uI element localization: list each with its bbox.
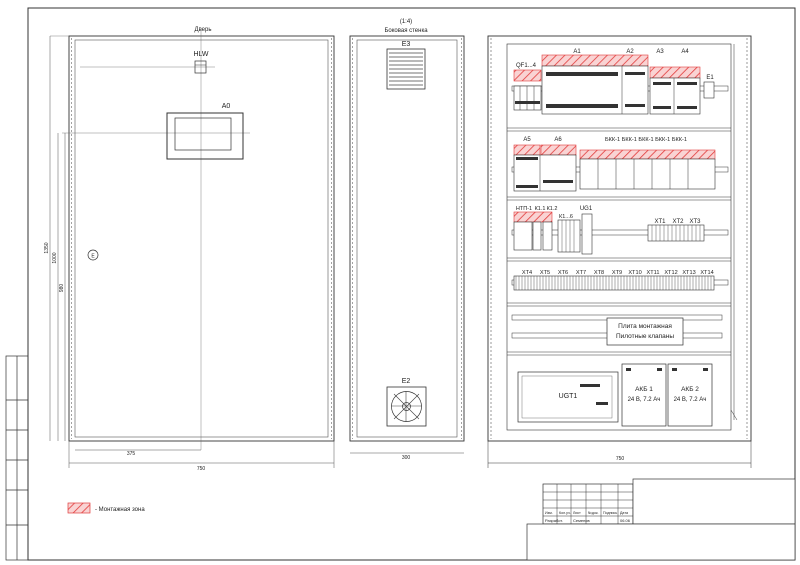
row2-devices: [513, 144, 716, 192]
a3-label: A3: [656, 49, 664, 55]
door-lock-mark: [87, 249, 99, 261]
a6-label: A6: [554, 137, 562, 143]
k11-label: К1.1: [535, 206, 546, 212]
side-wall-view: [349, 35, 465, 454]
xt-terminal-label: XT4: [522, 270, 532, 276]
tb-name: Семенов: [573, 518, 590, 523]
e2-label: E2: [402, 378, 411, 385]
akb1-spec: 24 В, 7.2 Ач: [628, 397, 661, 403]
akb2-name: АКБ 2: [681, 386, 699, 393]
dim-300: 300: [402, 455, 411, 461]
plate-line1: Плита монтажная: [618, 323, 672, 330]
row3-devices: [513, 211, 705, 255]
xt-terminal-label: XT8: [594, 270, 604, 276]
xt-terminal-label: XT5: [540, 270, 550, 276]
mounting-zone-swatch: [67, 502, 91, 514]
dim-1350: 1350: [44, 242, 50, 253]
ugt1-label: UGT1: [559, 393, 578, 400]
tb-header: №док.: [588, 511, 599, 515]
xt-terminal-label: XT7: [576, 270, 586, 276]
dim-750-door: 750: [197, 466, 206, 472]
xt-terminal-label: XT10: [628, 270, 641, 276]
tb-role: Разработ.: [545, 518, 563, 523]
tb-header: Подпись: [603, 511, 617, 515]
hmi-panel-a0: [166, 112, 244, 160]
ntp-label: НТП-1: [516, 206, 532, 212]
dim-980: 980: [59, 284, 65, 293]
a5-label: A5: [523, 137, 531, 143]
a0-label: A0: [222, 103, 231, 110]
side-view-scale: (1:4): [400, 19, 412, 25]
qf-label: QF1...4: [516, 63, 537, 69]
sheet-frame: [27, 7, 796, 561]
side-wall-title: Боковая стенка: [384, 28, 428, 34]
e1-label: E1: [706, 75, 714, 81]
tb-header: Дата: [620, 511, 628, 515]
xt-terminal-label: XT6: [558, 270, 568, 276]
row1-devices: [513, 54, 715, 115]
k12-label: К1.2: [547, 206, 558, 212]
dim-750-panel: 750: [616, 456, 625, 462]
plate-line2: Пилотные клапаны: [616, 333, 674, 340]
door-title: Дверь: [195, 27, 212, 33]
xt2-label: XT2: [672, 219, 684, 225]
tb-header: Лист: [573, 511, 581, 515]
ug1-label: UG1: [580, 206, 593, 212]
tb-header: Изм.: [545, 511, 553, 515]
a4-label: A4: [681, 49, 689, 55]
row6-devices: [517, 363, 713, 427]
door-lock-mark-label: E: [91, 254, 95, 260]
mounting-plate-note: [606, 317, 684, 346]
title-block: [526, 478, 796, 561]
xt3-label: XT3: [689, 219, 701, 225]
row4-terminal-strip: [513, 275, 715, 291]
a2-label: A2: [626, 49, 634, 55]
akb1-name: АКБ 1: [635, 386, 653, 393]
k16-label: К1...6: [559, 214, 573, 220]
hlw-label: HLW: [193, 51, 208, 58]
xt-terminal-label: XT13: [682, 270, 695, 276]
a1-label: A1: [573, 49, 581, 55]
dim-1000: 1000: [52, 252, 58, 263]
xt-terminal-label: XT9: [612, 270, 622, 276]
xt-terminal-label: XT11: [647, 270, 660, 276]
dim-375: 375: [127, 451, 136, 457]
tb-date: 06.06: [620, 518, 631, 523]
xt-terminal-label: XT14: [700, 270, 713, 276]
door-view: [49, 30, 335, 468]
tb-header: Кол.уч.: [559, 511, 571, 515]
legend-text: - Монтажная зона: [95, 507, 145, 513]
left-stamp-column: [5, 355, 29, 561]
akb2-spec: 24 В, 7.2 Ач: [674, 397, 707, 403]
xt1-label: XT1: [654, 219, 666, 225]
xt-terminal-label: XT12: [664, 270, 677, 276]
e3-label: E3: [402, 41, 411, 48]
hlw-lamp: [194, 60, 207, 74]
bkk-labels: БКК-1 БКК-1 БКК-1 БКК-1 БКК-1: [605, 137, 687, 143]
